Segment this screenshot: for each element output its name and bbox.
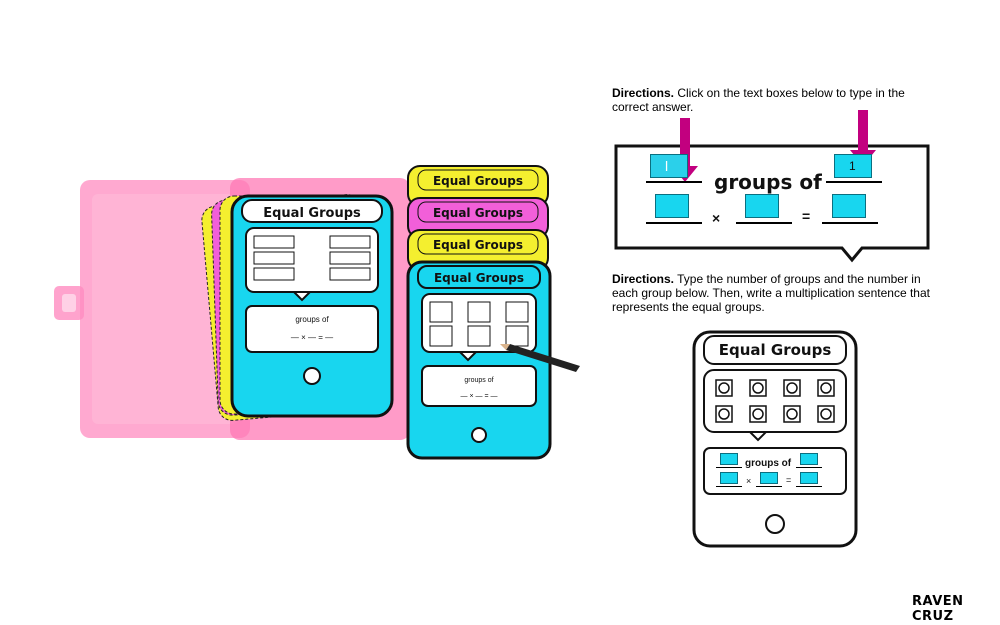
directions-1-bold: Directions.	[612, 86, 675, 100]
card-factor-2-input[interactable]	[760, 472, 778, 484]
stack-equation: — × — = —	[461, 393, 498, 400]
equals-sign: =	[802, 208, 811, 224]
product-line	[822, 222, 878, 224]
product-photo: Equal Groups groups of — × — = — Equal G…	[54, 165, 580, 460]
brand-logo: RAVEN CRUZ	[912, 594, 964, 624]
factor-2-line	[736, 222, 792, 224]
card-equation: — × — = —	[291, 333, 333, 342]
card-times-sign: ×	[746, 476, 752, 486]
factor-1-line	[646, 222, 702, 224]
stack-groups-of: groups of	[464, 377, 493, 384]
interactive-card: Equal Groups	[692, 330, 858, 548]
pencil	[500, 344, 580, 372]
directions-2: Directions. Type the number of groups an…	[612, 272, 942, 314]
stack-title-1: Equal Groups	[433, 174, 523, 188]
groups-count-input[interactable]: l	[650, 154, 688, 178]
directions-1: Directions. Click on the text boxes belo…	[612, 86, 932, 114]
group-size-value: 1	[849, 159, 856, 173]
card-groups-of-label: groups of	[745, 458, 792, 469]
card-stack-right: Equal Groups Equal Groups Equal Groups E…	[406, 165, 552, 460]
groups-of-label: groups of	[714, 170, 822, 194]
product-input[interactable]	[832, 194, 866, 218]
card-product-input[interactable]	[800, 472, 818, 484]
card-product-line	[796, 486, 822, 487]
card-groups-input[interactable]	[720, 453, 738, 465]
card-title: Equal Groups	[263, 206, 361, 221]
card-in-each-line	[796, 467, 822, 468]
stack-title-top: Equal Groups	[434, 271, 524, 285]
directions-2-bold: Directions.	[612, 272, 675, 286]
interactive-card-title: Equal Groups	[719, 341, 832, 359]
directions-1-text: Click on the text boxes below to type in…	[612, 86, 905, 114]
card-factor-2-line	[756, 486, 782, 487]
card-equals-sign: =	[786, 475, 792, 485]
card-groups-of: groups of	[295, 315, 329, 324]
card-main-left: Equal Groups groups of — × — = —	[230, 194, 394, 418]
counters	[715, 379, 835, 423]
stack-title-3: Equal Groups	[433, 238, 523, 252]
card-in-each-input[interactable]	[800, 453, 818, 465]
card-groups-line	[716, 467, 742, 468]
group-size-input[interactable]: 1	[834, 154, 872, 178]
stack-title-2: Equal Groups	[433, 206, 523, 220]
card-factor-1-input[interactable]	[720, 472, 738, 484]
card-factor-1-line	[716, 486, 742, 487]
times-sign: ×	[712, 210, 721, 226]
group-size-line	[826, 181, 882, 183]
factor-1-input[interactable]	[655, 194, 689, 218]
factor-2-input[interactable]	[745, 194, 779, 218]
groups-count-value: l	[665, 158, 669, 174]
directions-2-text: Type the number of groups and the number…	[612, 272, 930, 314]
groups-count-line	[646, 181, 702, 183]
